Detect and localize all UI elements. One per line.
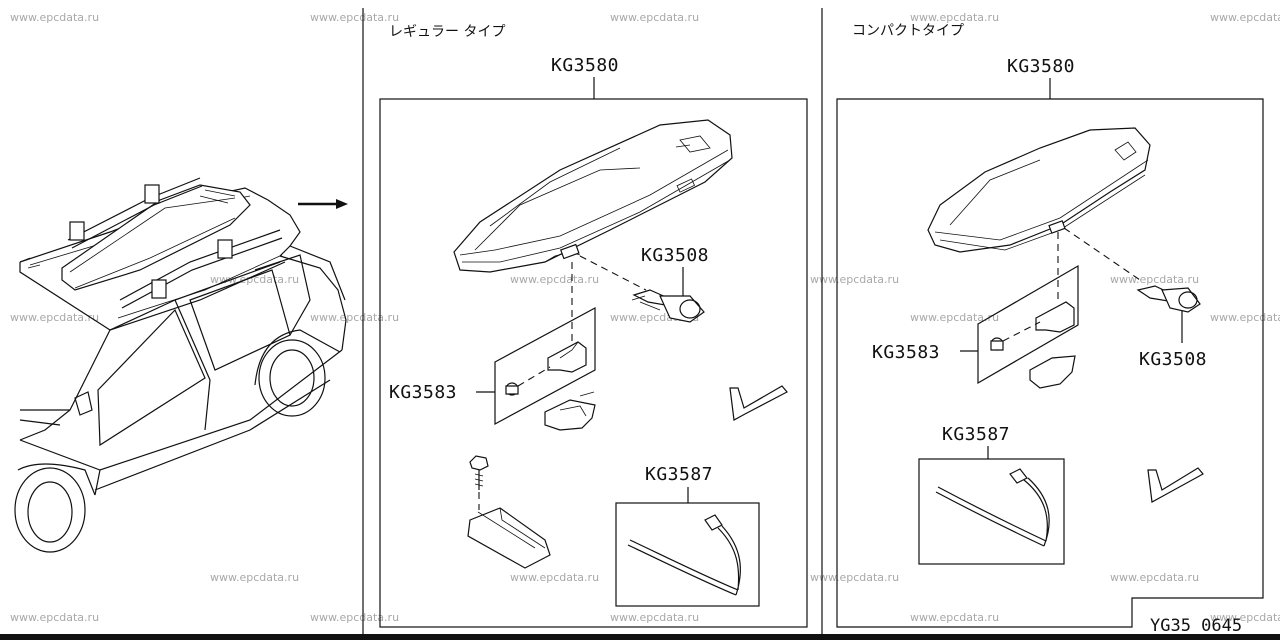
rack-foot: [217, 239, 233, 259]
kit-label-regular: KG3580: [551, 55, 619, 76]
arrow-icon: [298, 199, 348, 209]
section-title-regular: レギュラー タイプ: [389, 24, 505, 40]
part-label-kg3583-compact: KG3583: [872, 342, 940, 363]
kg3587-frame-compact: [918, 458, 1065, 565]
rack-foot: [69, 221, 85, 241]
kit-label-compact: KG3580: [1007, 56, 1075, 77]
car-illustration: [14, 177, 347, 553]
watermark-text: www.epcdata.ru: [210, 571, 299, 584]
kg3583-panel-compact: [977, 264, 1079, 385]
page-code: YG35 0645: [1150, 616, 1242, 636]
cable-compact: [935, 491, 1045, 547]
watermark-text: www.epcdata.ru: [510, 273, 599, 286]
watermark-text: www.epcdata.ru: [210, 273, 299, 286]
watermark-text: www.epcdata.ru: [810, 571, 899, 584]
compact-type-panel: コンパクトタイプ KG3580 KG3583 KG3: [836, 23, 1264, 628]
watermark-text: www.epcdata.ru: [1110, 273, 1199, 286]
watermark-text: www.epcdata.ru: [310, 11, 399, 24]
rack-foot: [151, 279, 167, 299]
watermark-text: www.epcdata.ru: [10, 11, 99, 24]
bolt-icon: [469, 455, 489, 490]
watermark-text: www.epcdata.ru: [810, 273, 899, 286]
roof-box-regular: [453, 119, 733, 273]
watermark-text: www.epcdata.ru: [10, 611, 99, 624]
part-label-kg3587-regular: KG3587: [645, 464, 713, 485]
allen-key-compact: [1147, 467, 1204, 503]
part-label-kg3583-regular: KG3583: [389, 382, 457, 403]
part-label-kg3508-compact: KG3508: [1139, 349, 1207, 370]
watermark-text: www.epcdata.ru: [1210, 311, 1280, 324]
kit-frame-compact: [836, 98, 1264, 628]
watermark-text: www.epcdata.ru: [910, 11, 999, 24]
watermark-text: www.epcdata.ru: [10, 311, 99, 324]
kit-frame-regular: [379, 98, 808, 628]
watermark-text: www.epcdata.ru: [910, 611, 999, 624]
roof-box-compact: [927, 127, 1151, 253]
bottom-border: [0, 634, 1280, 640]
rack-foot: [144, 184, 160, 204]
mounting-foot-regular: [467, 507, 551, 569]
lock-key-regular: [631, 289, 705, 323]
watermarks: www.epcdata.ru www.epcdata.ru www.epcdat…: [10, 11, 1280, 624]
watermark-text: www.epcdata.ru: [310, 311, 399, 324]
watermark-text: www.epcdata.ru: [1210, 611, 1280, 624]
part-label-kg3587-compact: KG3587: [942, 424, 1010, 445]
watermark-text: www.epcdata.ru: [1210, 11, 1280, 24]
regular-type-panel: レギュラー タイプ KG3580 KG3508: [379, 24, 808, 628]
allen-key-regular: [729, 385, 788, 421]
watermark-text: www.epcdata.ru: [1110, 571, 1199, 584]
watermark-text: www.epcdata.ru: [510, 571, 599, 584]
part-label-kg3508-regular: KG3508: [641, 245, 709, 266]
watermark-text: www.epcdata.ru: [610, 611, 699, 624]
watermark-text: www.epcdata.ru: [310, 611, 399, 624]
kg3587-frame-regular: [615, 502, 760, 607]
watermark-text: www.epcdata.ru: [910, 311, 999, 324]
lock-key-compact: [1136, 285, 1201, 313]
kg3583-panel-regular: [494, 306, 596, 426]
watermark-text: www.epcdata.ru: [610, 11, 699, 24]
cable-regular: [627, 544, 737, 596]
section-title-compact: コンパクトタイプ: [852, 23, 964, 39]
